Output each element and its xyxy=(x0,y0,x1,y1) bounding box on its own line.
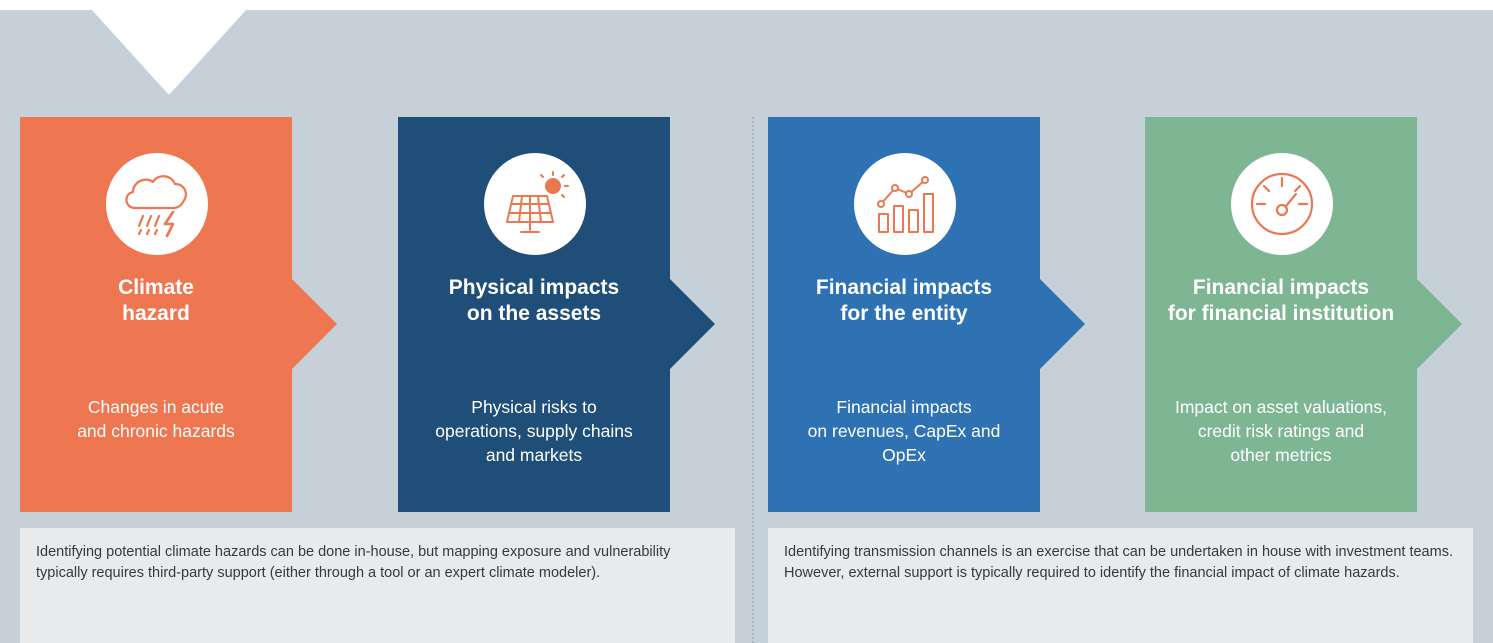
card-title: Physical impacts on the assets xyxy=(448,276,620,325)
card-climate-hazard: Climate hazard Changes in acute and chro… xyxy=(20,117,337,512)
flow-arrow xyxy=(292,279,337,369)
section-divider xyxy=(752,117,754,643)
solar-panel-icon xyxy=(484,153,586,255)
card-description: Financial impacts on revenues, CapEx and… xyxy=(807,397,1001,465)
card-title: Climate hazard xyxy=(118,276,194,325)
card-description: Physical risks to operations, supply cha… xyxy=(435,397,633,465)
gauge-icon xyxy=(1231,153,1333,255)
note-text: Identifying potential climate hazards ca… xyxy=(36,544,671,581)
note-transmission-channels: Identifying transmission channels is an … xyxy=(768,528,1473,643)
note-text: Identifying transmission channels is an … xyxy=(784,544,1453,581)
flow-arrow xyxy=(1040,279,1085,369)
card-title: Financial impacts for the entity xyxy=(815,276,993,325)
growth-chart-icon xyxy=(854,153,956,255)
card-institution-financial-impacts: Financial impacts for financial institut… xyxy=(1145,117,1462,512)
storm-cloud-icon xyxy=(106,153,208,255)
card-physical-impacts: Physical impacts on the assets Physical … xyxy=(398,117,715,512)
card-entity-financial-impacts: Financial impacts for the entity Financi… xyxy=(768,117,1085,512)
card-description: Impact on asset valuations, credit risk … xyxy=(1174,397,1388,465)
flow-arrow xyxy=(670,279,715,369)
note-in-house-hazards: Identifying potential climate hazards ca… xyxy=(20,528,735,643)
flow-arrow xyxy=(1417,279,1462,369)
pointer-notch xyxy=(92,10,246,95)
card-description: Changes in acute and chronic hazards xyxy=(77,397,235,441)
card-title: Financial impacts for financial institut… xyxy=(1167,276,1395,325)
